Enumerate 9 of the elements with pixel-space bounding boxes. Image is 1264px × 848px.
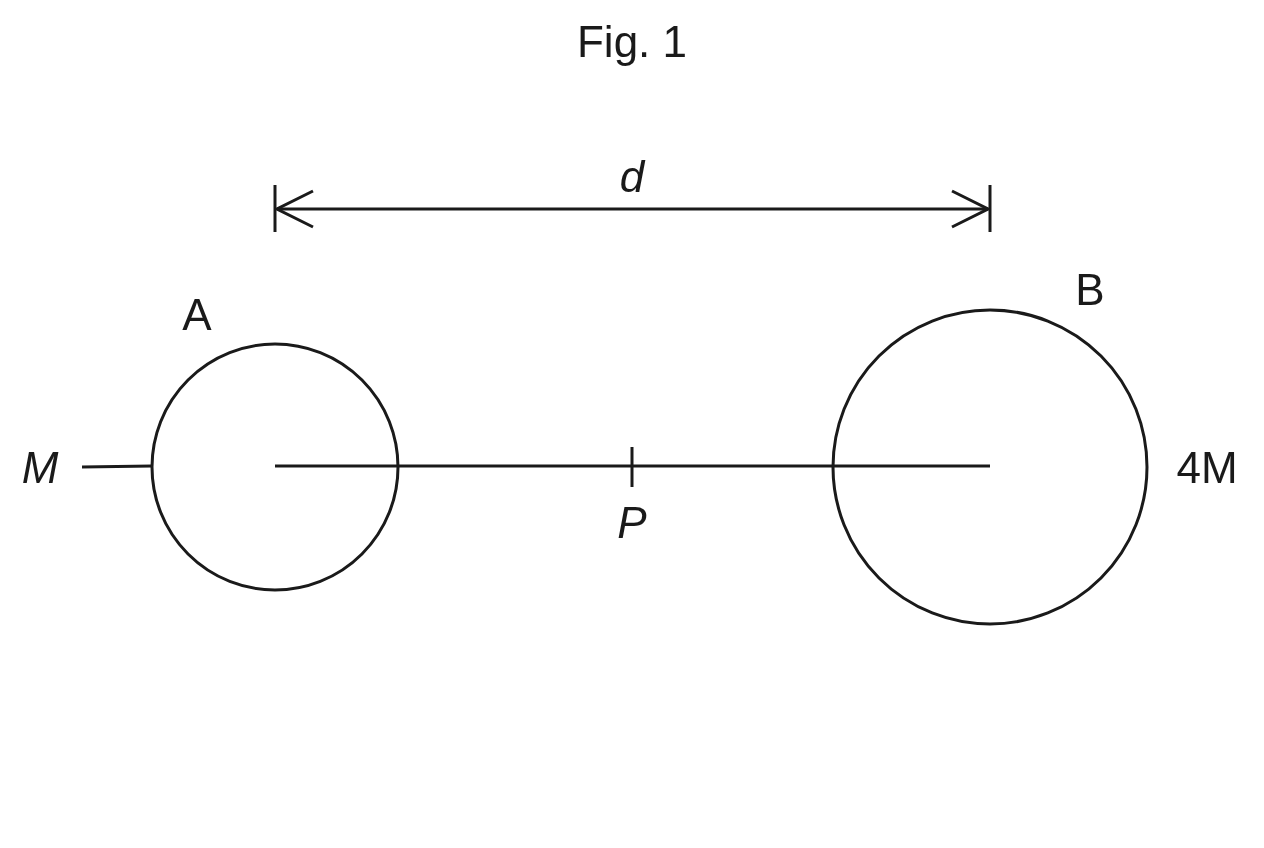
centre-line [275, 464, 990, 468]
sphere-label: B [1075, 268, 1105, 312]
mass-label: 4M [1176, 446, 1238, 490]
dimension-label: d [619, 155, 645, 199]
leader-line [81, 464, 153, 469]
point-label: P [617, 501, 647, 545]
sphere-label: A [182, 293, 212, 337]
figure-title: Fig. 1 [577, 20, 687, 64]
mass-label: M [21, 446, 59, 490]
